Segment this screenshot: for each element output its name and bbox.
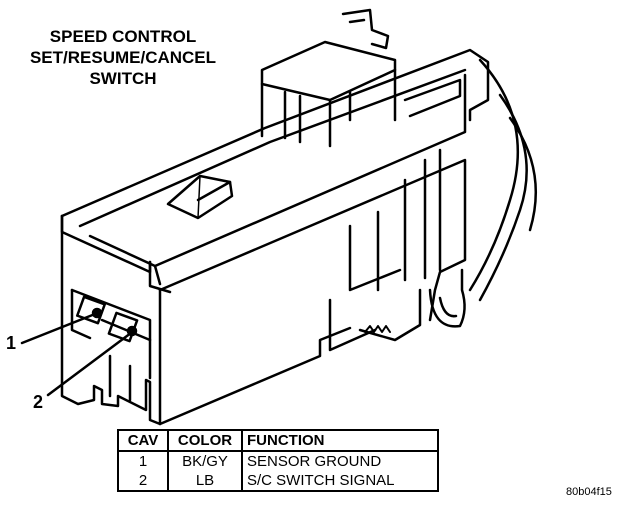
cavity-holes xyxy=(75,295,139,343)
cell-cav: 2 xyxy=(117,471,169,492)
header-color: COLOR xyxy=(167,429,243,452)
title-line-1: SPEED CONTROL xyxy=(49,27,197,46)
cell-cav: 1 xyxy=(117,451,169,471)
bottom-clip xyxy=(364,268,466,333)
housing-side xyxy=(158,148,467,426)
top-tab xyxy=(341,8,390,50)
leader-1 xyxy=(20,312,97,345)
cell-function: S/C SWITCH SIGNAL xyxy=(241,471,439,492)
title-line-3: SWITCH xyxy=(89,69,157,88)
callout-2: 2 xyxy=(33,392,44,412)
cell-color: LB xyxy=(167,471,243,492)
title-line-2: SET/RESUME/CANCEL xyxy=(29,48,217,67)
diagram-title: SPEED CONTROL SET/RESUME/CANCEL SWITCH xyxy=(8,26,238,89)
connector-front xyxy=(60,214,162,426)
pin-table: CAV COLOR FUNCTION 1 BK/GY SENSOR GROUND… xyxy=(117,429,439,492)
cell-color: BK/GY xyxy=(167,451,243,471)
table-row: 2 LB S/C SWITCH SIGNAL xyxy=(117,471,439,492)
lever xyxy=(166,174,234,220)
column-shroud-lines xyxy=(468,58,538,302)
callout-leaders xyxy=(20,312,133,397)
housing-top-face xyxy=(60,48,490,294)
callout-1: 1 xyxy=(6,333,17,353)
figure-id: 80b04f15 xyxy=(566,486,612,498)
pin-table-header: CAV COLOR FUNCTION xyxy=(117,429,439,452)
table-row: 1 BK/GY SENSOR GROUND xyxy=(117,451,439,471)
slide-knob xyxy=(260,40,397,148)
leader-2 xyxy=(46,331,133,397)
header-cav: CAV xyxy=(117,429,169,452)
cell-function: SENSOR GROUND xyxy=(241,451,439,471)
header-function: FUNCTION xyxy=(241,429,439,452)
